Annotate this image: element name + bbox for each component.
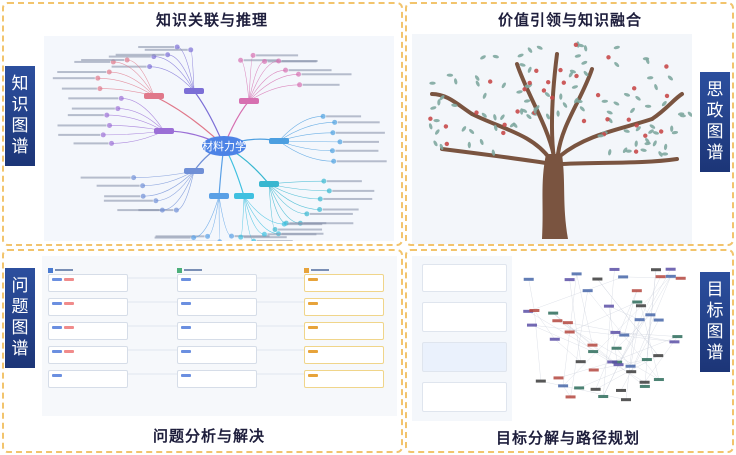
- value-tree-quadrant: [405, 2, 734, 246]
- goal-network-nodes: [523, 267, 686, 402]
- mindmap-branch: [223, 52, 352, 147]
- ideology-graph-label: 思政 图谱: [700, 72, 730, 172]
- goal-network-links: [528, 269, 681, 400]
- board-column-2: [177, 266, 257, 394]
- mindmap-center-label: 材料力学: [202, 139, 246, 153]
- problem-card[interactable]: [177, 274, 257, 292]
- goal-title: 目标分解与路径规划: [488, 426, 649, 449]
- solution-card[interactable]: [304, 322, 384, 340]
- mindmap-center-node: 材料力学: [202, 136, 246, 156]
- problem-board[interactable]: [42, 256, 397, 416]
- mindmap-branch: [52, 57, 225, 147]
- problem-card[interactable]: [48, 274, 128, 292]
- goal-message[interactable]: [422, 264, 507, 292]
- tree-canvas[interactable]: [407, 34, 710, 244]
- value-tree-illustration: [407, 41, 710, 239]
- mindmap-branch: [223, 113, 387, 164]
- knowledge-graph-quadrant: 材料力学: [2, 2, 403, 246]
- problem-card[interactable]: [48, 346, 128, 364]
- column-header: [304, 266, 384, 274]
- value-title: 价值引领与知识融合: [490, 8, 651, 31]
- mindmap-branch: [223, 145, 375, 233]
- problem-card[interactable]: [177, 370, 257, 388]
- mindmap-canvas[interactable]: 材料力学: [44, 36, 394, 244]
- solution-card[interactable]: [304, 370, 384, 388]
- board-column-1: [48, 266, 128, 394]
- knowledge-graph-label: 知识 图谱: [5, 66, 35, 166]
- mindmap-branch: [80, 145, 225, 213]
- problem-graph-label: 问题 图谱: [5, 268, 35, 368]
- knowledge-title: 知识关联与推理: [148, 8, 277, 31]
- goal-network-diagram: [523, 267, 686, 402]
- solution-card[interactable]: [304, 346, 384, 364]
- problem-card[interactable]: [48, 322, 128, 340]
- problem-card[interactable]: [177, 298, 257, 316]
- mindmap-branch: [57, 95, 225, 147]
- board-column-3: [304, 266, 384, 394]
- goal-workspace[interactable]: [412, 256, 692, 421]
- goal-message[interactable]: [422, 302, 507, 332]
- column-header: [177, 266, 257, 274]
- problem-card[interactable]: [177, 322, 257, 340]
- mindmap-branch: [108, 44, 225, 147]
- goal-message[interactable]: [422, 382, 507, 412]
- mindmap-diagram: 材料力学: [52, 44, 387, 244]
- problem-card[interactable]: [48, 298, 128, 316]
- tree-leaves: [407, 41, 710, 157]
- column-header: [48, 266, 128, 274]
- problem-graph-quadrant: [2, 249, 403, 453]
- solution-card[interactable]: [304, 274, 384, 292]
- problem-title: 问题分析与解决: [145, 424, 274, 447]
- goal-message-selected[interactable]: [422, 342, 507, 372]
- goal-network-canvas[interactable]: [512, 256, 692, 421]
- problem-card[interactable]: [48, 370, 128, 388]
- goal-graph-label: 目标 图谱: [700, 272, 730, 372]
- problem-card[interactable]: [177, 346, 257, 364]
- goal-graph-quadrant: [405, 249, 734, 453]
- solution-card[interactable]: [304, 298, 384, 316]
